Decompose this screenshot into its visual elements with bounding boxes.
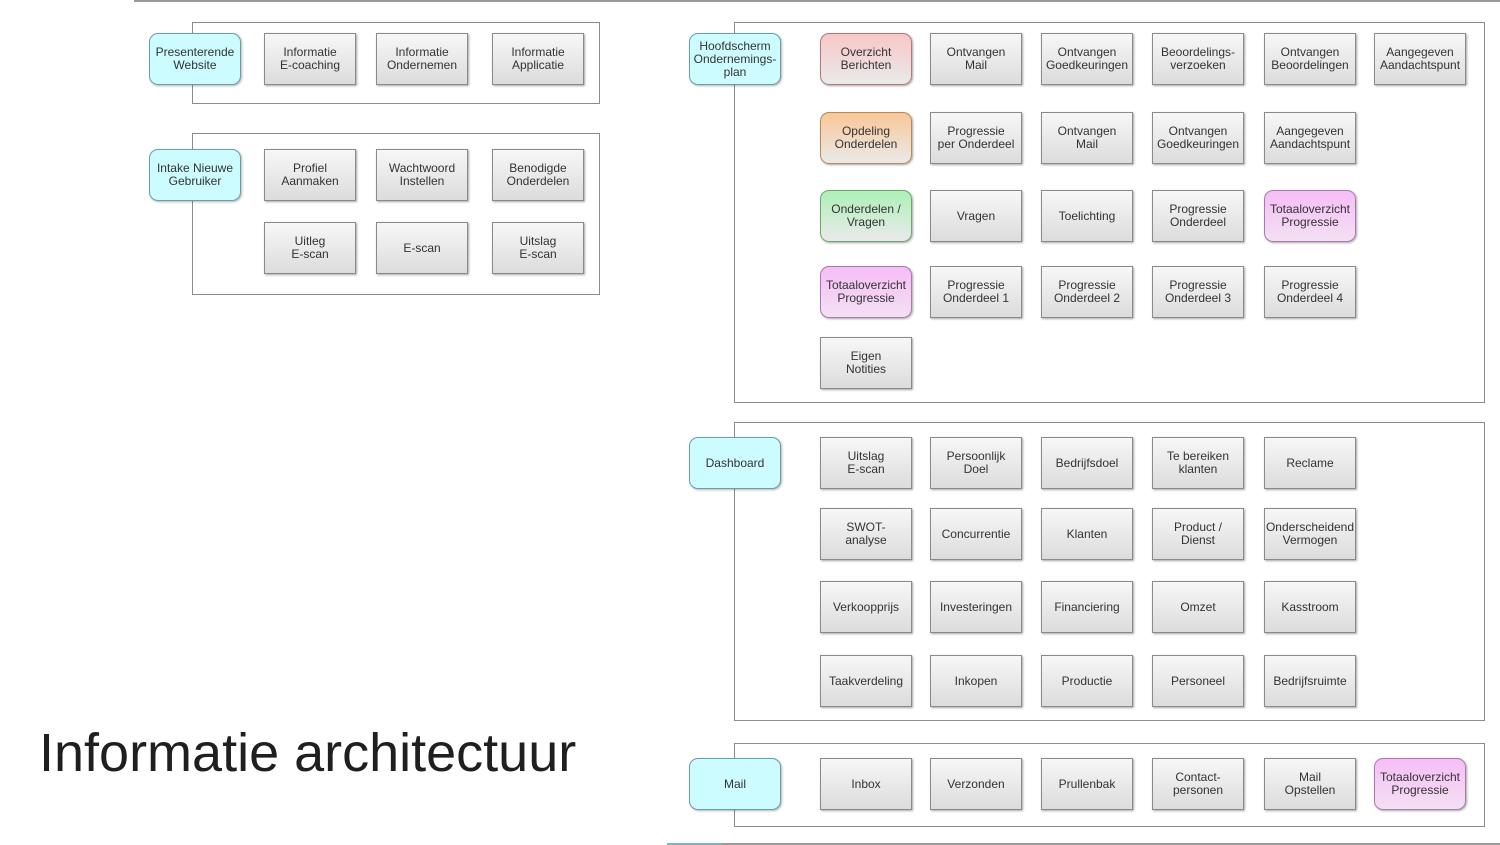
node-profiel-aanmaken[interactable]: Profiel Aanmaken xyxy=(264,149,356,201)
node-uitleg-e-scan[interactable]: Uitleg E-scan xyxy=(264,222,356,274)
node-progressie-per-onderdeel[interactable]: Progressie per Onderdeel xyxy=(930,112,1022,164)
node-klanten[interactable]: Klanten xyxy=(1041,508,1133,560)
node-uitslag-e-scan-dashboard[interactable]: Uitslag E-scan xyxy=(820,437,912,489)
top-divider-line xyxy=(134,0,1500,2)
node-totaaloverzicht-progressie-mail[interactable]: Totaaloverzicht Progressie xyxy=(1374,758,1466,810)
node-swot-analyse[interactable]: SWOT- analyse xyxy=(820,508,912,560)
node-omzet[interactable]: Omzet xyxy=(1152,581,1244,633)
node-presenterende-website[interactable]: Presenterende Website xyxy=(149,33,241,85)
node-inkopen[interactable]: Inkopen xyxy=(930,655,1022,707)
node-product-dienst[interactable]: Product / Dienst xyxy=(1152,508,1244,560)
node-ontvangen-goedkeuringen-2[interactable]: Ontvangen Goedkeuringen xyxy=(1152,112,1244,164)
node-aangegeven-aandachtspunt[interactable]: Aangegeven Aandachtspunt xyxy=(1374,33,1466,85)
node-informatie-applicatie[interactable]: Informatie Applicatie xyxy=(492,33,584,85)
node-kasstroom[interactable]: Kasstroom xyxy=(1264,581,1356,633)
node-taakverdeling[interactable]: Taakverdeling xyxy=(820,655,912,707)
node-informatie-ondernemen[interactable]: Informatie Ondernemen xyxy=(376,33,468,85)
node-verzonden[interactable]: Verzonden xyxy=(930,758,1022,810)
node-te-bereiken-klanten[interactable]: Te bereiken klanten xyxy=(1152,437,1244,489)
node-progressie-onderdeel-4[interactable]: Progressie Onderdeel 4 xyxy=(1264,266,1356,318)
node-ontvangen-mail-2[interactable]: Ontvangen Mail xyxy=(1041,112,1133,164)
node-reclame[interactable]: Reclame xyxy=(1264,437,1356,489)
node-eigen-notities[interactable]: Eigen Notities xyxy=(820,337,912,389)
node-dashboard[interactable]: Dashboard xyxy=(689,437,781,489)
node-financiering[interactable]: Financiering xyxy=(1041,581,1133,633)
node-personeel[interactable]: Personeel xyxy=(1152,655,1244,707)
node-progressie-onderdeel[interactable]: Progressie Onderdeel xyxy=(1152,190,1244,242)
node-uitslag-e-scan[interactable]: Uitslag E-scan xyxy=(492,222,584,274)
node-mail[interactable]: Mail xyxy=(689,758,781,810)
node-e-scan[interactable]: E-scan xyxy=(376,222,468,274)
node-bedrijfsdoel[interactable]: Bedrijfsdoel xyxy=(1041,437,1133,489)
node-progressie-onderdeel-1[interactable]: Progressie Onderdeel 1 xyxy=(930,266,1022,318)
node-ontvangen-mail[interactable]: Ontvangen Mail xyxy=(930,33,1022,85)
node-vragen[interactable]: Vragen xyxy=(930,190,1022,242)
bottom-divider-line xyxy=(667,843,1500,845)
node-informatie-e-coaching[interactable]: Informatie E-coaching xyxy=(264,33,356,85)
node-onderscheidend-vermogen[interactable]: Onderscheidend Vermogen xyxy=(1264,508,1356,560)
node-concurrentie[interactable]: Concurrentie xyxy=(930,508,1022,560)
node-bedrijfsruimte[interactable]: Bedrijfsruimte xyxy=(1264,655,1356,707)
node-prullenbak[interactable]: Prullenbak xyxy=(1041,758,1133,810)
node-ontvangen-beoordelingen[interactable]: Ontvangen Beoordelingen xyxy=(1264,33,1356,85)
node-toelichting[interactable]: Toelichting xyxy=(1041,190,1133,242)
node-hoofdscherm-ondernemingsplan[interactable]: Hoofdscherm Ondernemings- plan xyxy=(689,33,781,85)
node-totaaloverzicht-progressie-2[interactable]: Totaaloverzicht Progressie xyxy=(820,266,912,318)
node-opdeling-onderdelen[interactable]: Opdeling Onderdelen xyxy=(820,112,912,164)
node-wachtwoord-instellen[interactable]: Wachtwoord Instellen xyxy=(376,149,468,201)
node-onderdelen-vragen[interactable]: Onderdelen / Vragen xyxy=(820,190,912,242)
node-investeringen[interactable]: Investeringen xyxy=(930,581,1022,633)
node-beoordelingsverzoeken[interactable]: Beoordelings- verzoeken xyxy=(1152,33,1244,85)
node-aangegeven-aandachtspunt-2[interactable]: Aangegeven Aandachtspunt xyxy=(1264,112,1356,164)
node-mail-opstellen[interactable]: Mail Opstellen xyxy=(1264,758,1356,810)
node-ontvangen-goedkeuringen[interactable]: Ontvangen Goedkeuringen xyxy=(1041,33,1133,85)
node-progressie-onderdeel-3[interactable]: Progressie Onderdeel 3 xyxy=(1152,266,1244,318)
node-progressie-onderdeel-2[interactable]: Progressie Onderdeel 2 xyxy=(1041,266,1133,318)
node-overzicht-berichten[interactable]: Overzicht Berichten xyxy=(820,33,912,85)
slide-title: Informatie architectuur xyxy=(39,723,577,783)
node-persoonlijk-doel[interactable]: Persoonlijk Doel xyxy=(930,437,1022,489)
bottom-accent-line xyxy=(667,843,722,845)
node-contactpersonen[interactable]: Contact- personen xyxy=(1152,758,1244,810)
node-intake-nieuwe-gebruiker[interactable]: Intake Nieuwe Gebruiker xyxy=(149,149,241,201)
node-benodigde-onderdelen[interactable]: Benodigde Onderdelen xyxy=(492,149,584,201)
node-inbox[interactable]: Inbox xyxy=(820,758,912,810)
node-verkoopprijs[interactable]: Verkoopprijs xyxy=(820,581,912,633)
node-productie[interactable]: Productie xyxy=(1041,655,1133,707)
node-totaaloverzicht-progressie[interactable]: Totaaloverzicht Progressie xyxy=(1264,190,1356,242)
